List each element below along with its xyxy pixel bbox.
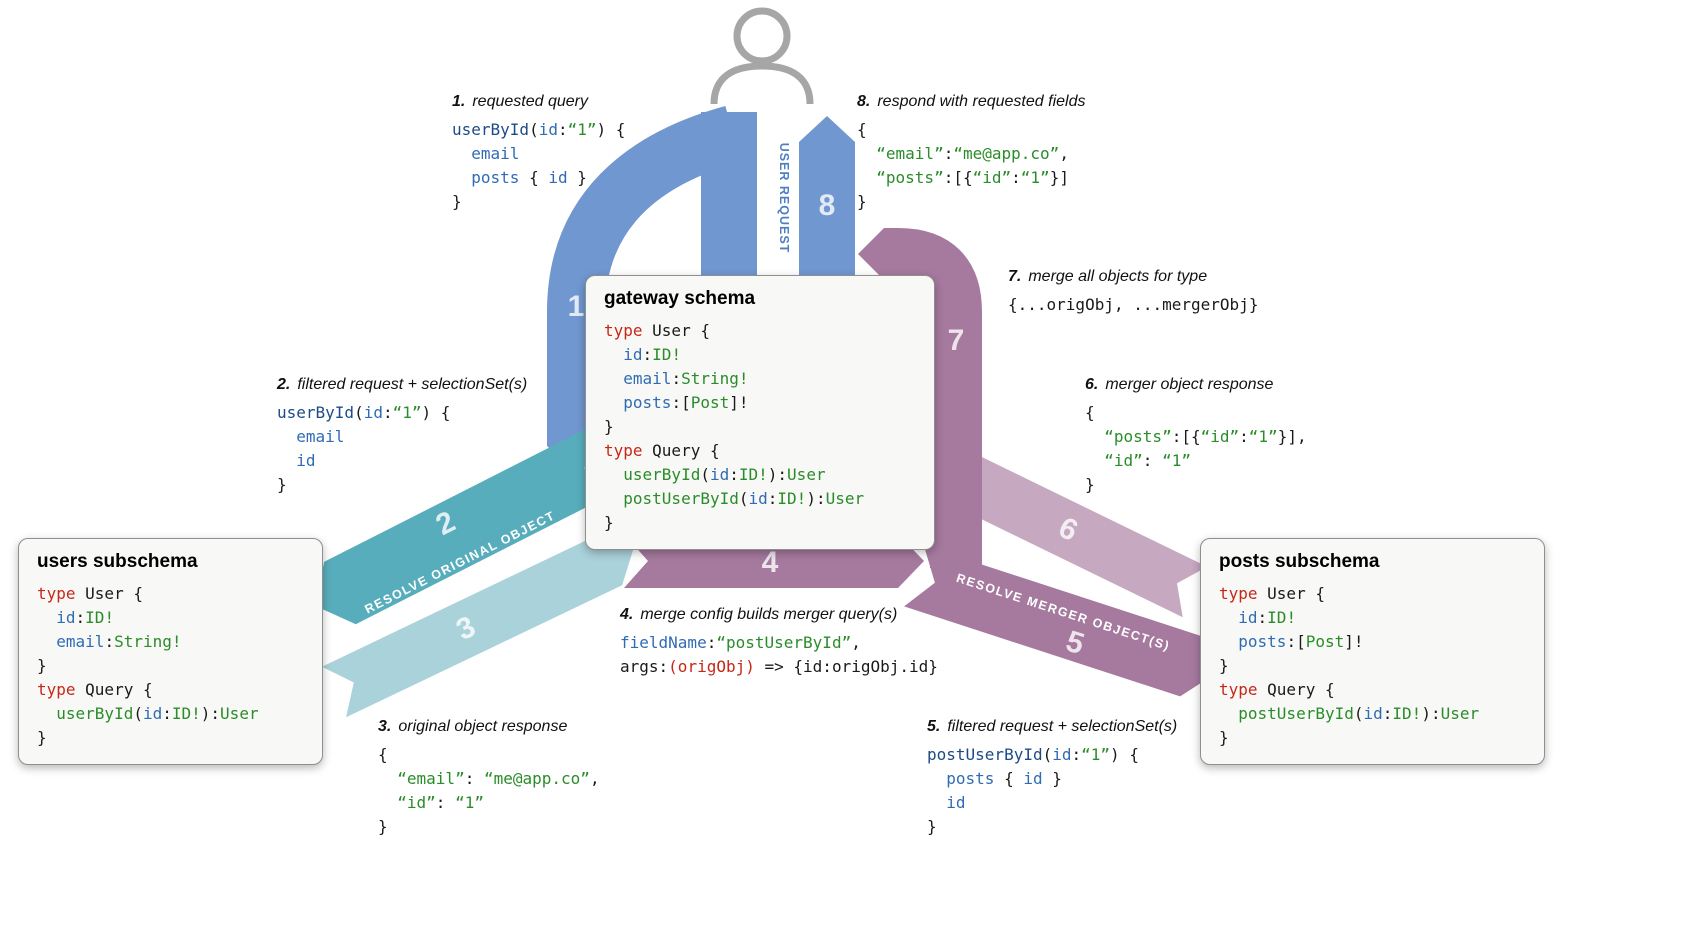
- annotation-4-code: fieldName:“postUserById”,args:(origObj) …: [620, 633, 938, 676]
- arrow-number-8: 8: [819, 189, 836, 222]
- annotation-3-title: original object response: [398, 718, 568, 735]
- annotation-1-requested-query: 1. requested query userById(id:“1”) { ema…: [452, 93, 625, 214]
- annotation-3-code: { “email”: “me@app.co”, “id”: “1”}: [378, 745, 600, 836]
- gateway-schema-box: gateway schema type User { id:ID! email:…: [585, 275, 935, 550]
- user-icon: [710, 7, 814, 105]
- annotation-5-title: filtered request + selectionSet(s): [947, 718, 1178, 735]
- annotation-2-number: 2.: [277, 376, 291, 393]
- user-head-icon: [733, 7, 791, 65]
- annotation-2-code: userById(id:“1”) { email id}: [277, 403, 451, 494]
- gateway-schema-title: gateway schema: [604, 288, 756, 309]
- annotation-6-merger-response: 6. merger object response { “posts”:[{“id…: [1085, 376, 1307, 497]
- annotation-7-title: merge all objects for type: [1028, 268, 1208, 285]
- arrow-number-4: 4: [762, 546, 779, 579]
- annotation-8-respond-fields: 8. respond with requested fields { “email…: [857, 93, 1085, 214]
- arrow-number-7: 7: [948, 324, 965, 357]
- users-subschema-box: users subschema type User { id:ID! email…: [18, 538, 323, 765]
- annotation-1-code: userById(id:“1”) { email posts { id }}: [452, 120, 626, 211]
- annotation-8-title: respond with requested fields: [877, 93, 1086, 110]
- annotation-5-code: postUserById(id:“1”) { posts { id } id}: [927, 745, 1139, 836]
- posts-subschema-title: posts subschema: [1219, 551, 1380, 572]
- annotation-6-code: { “posts”:[{“id”:“1”}], “id”: “1”}: [1085, 403, 1307, 494]
- band-7-merge-objects-up: [884, 228, 982, 568]
- annotation-7-number: 7.: [1008, 268, 1022, 285]
- annotation-8-number: 8.: [857, 93, 871, 110]
- annotation-1-number: 1.: [452, 93, 466, 110]
- posts-subschema-code: type User { id:ID! posts:[Post]!}type Qu…: [1219, 584, 1480, 747]
- annotation-5-number: 5.: [927, 718, 941, 735]
- users-subschema-title: users subschema: [37, 551, 198, 572]
- annotation-5-filtered-request: 5. filtered request + selectionSet(s) pos…: [927, 718, 1177, 839]
- user-request-label: USER REQUEST: [777, 143, 791, 254]
- annotation-6-title: merger object response: [1105, 376, 1274, 393]
- annotation-8-code: { “email”:“me@app.co”, “posts”:[{“id”:“1…: [857, 120, 1069, 211]
- users-subschema-code: type User { id:ID! email:String!}type Qu…: [37, 584, 259, 747]
- band-user-request-down: [701, 112, 757, 282]
- user-shoulders-icon: [710, 62, 814, 105]
- band-3-original-object-response: [321, 534, 634, 718]
- posts-subschema-box: posts subschema type User { id:ID! posts…: [1200, 538, 1545, 765]
- band-2-resolve-original-request: [315, 426, 622, 625]
- band-6-merger-object-response: [943, 454, 1208, 618]
- annotation-4-title: merge config builds merger query(s): [640, 606, 898, 623]
- annotation-3-original-response: 3. original object response { “email”: “m…: [378, 718, 600, 839]
- gateway-schema-code: type User { id:ID! email:String! posts:[…: [604, 321, 865, 532]
- annotation-3-number: 3.: [378, 718, 392, 735]
- band-1-user-request-curve: [547, 106, 741, 446]
- annotation-4-merge-config: 4. merge config builds merger query(s) fi…: [620, 606, 938, 679]
- band-5-merger-request: [904, 545, 1215, 697]
- annotation-6-number: 6.: [1085, 376, 1099, 393]
- annotation-1-title: requested query: [472, 93, 588, 110]
- band-7-merge-objects-up-head: [858, 228, 884, 280]
- annotation-2-title: filtered request + selectionSet(s): [297, 376, 528, 393]
- annotation-7-code: {...origObj, ...mergerObj}: [1008, 295, 1259, 314]
- annotation-2-filtered-request: 2. filtered request + selectionSet(s) use…: [277, 376, 527, 497]
- annotation-4-number: 4.: [620, 606, 634, 623]
- arrow-number-1: 1: [568, 290, 585, 323]
- band-8-user-response-up: [799, 116, 855, 284]
- annotation-7-merge-objects: 7. merge all objects for type {...origObj…: [1008, 268, 1258, 317]
